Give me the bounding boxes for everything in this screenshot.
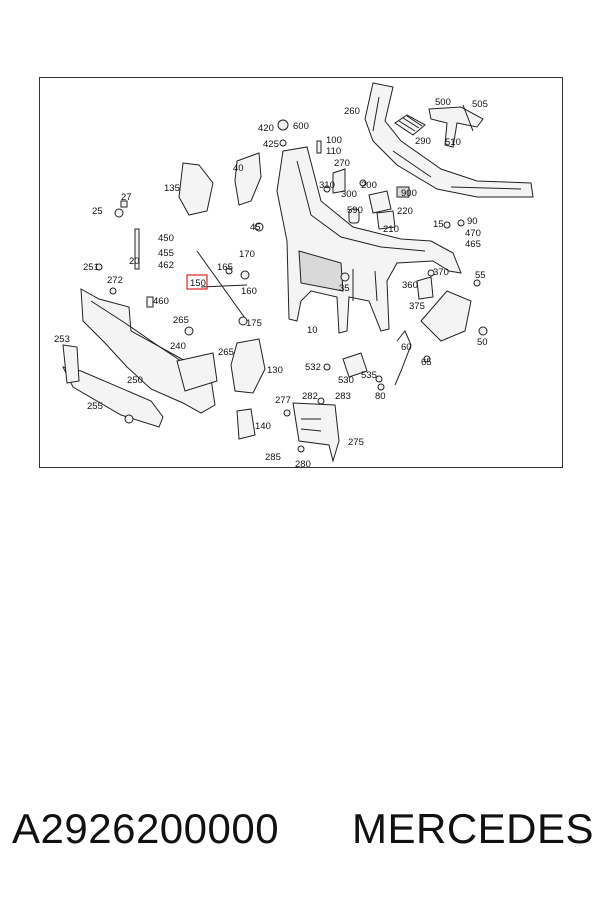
callout-290: 290 (415, 136, 431, 147)
callout-260: 260 (344, 106, 360, 117)
part-135-cover (178, 162, 214, 216)
left-bumper-carrier (80, 288, 216, 414)
callout-277: 277 (275, 395, 291, 406)
part-290-grille (394, 114, 426, 136)
part-210-mount (376, 210, 396, 230)
callout-65: 65 (421, 357, 432, 368)
callout-272: 272 (107, 275, 123, 286)
callout-462: 462 (158, 260, 174, 271)
callout-590: 590 (347, 205, 363, 216)
part-number: A2926200000 (12, 805, 280, 852)
callout-253: 253 (54, 334, 70, 345)
callout-370: 370 (433, 267, 449, 278)
callout-310: 310 (319, 180, 335, 191)
callout-530: 530 (338, 375, 354, 386)
bolt-shapes (95, 119, 488, 453)
callout-15: 15 (433, 219, 444, 230)
callout-535: 535 (361, 370, 377, 381)
crash-bar (62, 366, 164, 428)
part-270-clip (332, 168, 346, 194)
callout-240: 240 (170, 341, 186, 352)
callout-160: 160 (241, 286, 257, 297)
part-360-clip (416, 276, 434, 300)
callout-265-lower: 265 (218, 347, 234, 358)
highlight-box-150 (186, 274, 208, 290)
callout-labels: 10 15 20 25 27 35 40 45 50 55 60 65 80 9… (54, 97, 488, 467)
part-530-duct (342, 352, 368, 378)
callout-165: 165 (217, 262, 233, 273)
callout-450: 450 (158, 233, 174, 244)
callout-283: 283 (335, 391, 351, 402)
part-40-bracket (234, 152, 262, 206)
callout-220: 220 (397, 206, 413, 217)
part-240-bracket (176, 352, 218, 392)
callout-282: 282 (302, 391, 318, 402)
callout-10: 10 (307, 325, 318, 336)
callout-500: 500 (435, 97, 451, 108)
radiator-support-frame (276, 146, 462, 334)
part-275-bracket (292, 402, 340, 463)
callout-465: 465 (465, 239, 481, 250)
callout-25: 25 (92, 206, 103, 217)
callout-150: 150 (190, 278, 206, 289)
callout-200: 200 (361, 180, 377, 191)
callout-455: 455 (158, 248, 174, 259)
callout-135: 135 (164, 183, 180, 194)
callout-360: 360 (402, 280, 418, 291)
callout-251: 251 (83, 262, 99, 273)
callout-532: 532 (305, 362, 321, 373)
callout-130: 130 (267, 365, 283, 376)
callout-375: 375 (409, 301, 425, 312)
part-130-panel (230, 338, 266, 394)
exploded-view-drawing: 10 15 20 25 27 35 40 45 50 55 60 65 80 9… (54, 82, 534, 467)
callout-210: 210 (383, 224, 399, 235)
callout-35: 35 (339, 283, 350, 294)
part-500-bracket (428, 106, 484, 148)
part-60-pipe (394, 330, 412, 386)
callout-40: 40 (233, 163, 244, 174)
callout-80: 80 (375, 391, 386, 402)
part-505-bolt (462, 104, 474, 132)
brand-name: MERCEDES (352, 805, 595, 852)
callout-250: 250 (127, 375, 143, 386)
callout-140: 140 (255, 421, 271, 432)
callout-170: 170 (239, 249, 255, 260)
upper-cross-member (364, 82, 534, 198)
callout-50: 50 (477, 337, 488, 348)
part-150-strut (196, 250, 248, 326)
part-200-sensor (368, 186, 410, 214)
callout-460: 460 (153, 296, 169, 307)
callout-60: 60 (401, 342, 412, 353)
callout-280: 280 (295, 459, 311, 467)
callout-275: 275 (348, 437, 364, 448)
callout-45: 45 (250, 222, 261, 233)
callout-300: 300 (341, 189, 357, 200)
callout-100: 100 (326, 135, 342, 146)
callout-420: 420 (258, 123, 274, 134)
part-375-bracket (420, 290, 472, 342)
callout-470: 470 (465, 228, 481, 239)
part-140-bracket (236, 408, 256, 440)
callout-600: 600 (293, 121, 309, 132)
callout-20: 20 (129, 256, 140, 267)
callout-285: 285 (265, 452, 281, 463)
callout-505: 505 (472, 99, 488, 110)
callout-900: 900 (401, 188, 417, 199)
callout-510: 510 (445, 137, 461, 148)
callout-265-upper: 265 (173, 315, 189, 326)
callout-90: 90 (467, 216, 478, 227)
callout-110: 110 (326, 146, 341, 157)
callout-27: 27 (121, 192, 132, 203)
callout-175: 175 (246, 318, 262, 329)
callout-55: 55 (475, 270, 486, 281)
callout-270: 270 (334, 158, 350, 169)
callout-255: 255 (87, 401, 103, 412)
parts-diagram: 10 15 20 25 27 35 40 45 50 55 60 65 80 9… (39, 77, 563, 468)
part-253-bracket (62, 344, 80, 384)
part-590-grommet (348, 208, 360, 224)
footer: A2926200000 MERCEDES (0, 805, 600, 865)
callout-425: 425 (263, 139, 279, 150)
